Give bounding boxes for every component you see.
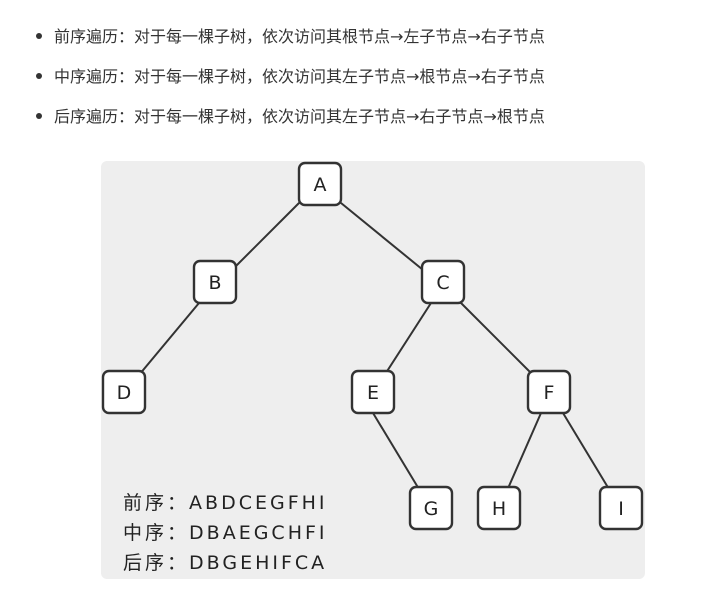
order-sequence: ABDCEGFHI [189,492,328,514]
node-label: G [424,498,439,520]
bullet-dot-icon [36,113,42,119]
traversal-orders: 前序：ABDCEGFHI 中序：DBAEGCHFI 后序：DBGEHIFCA [123,488,328,578]
bullet-text: 中序遍历：对于每一棵子树，依次访问其左子节点→根节点→右子节点 [54,67,545,86]
postorder-line: 后序：DBGEHIFCA [123,548,328,578]
tree-node-f: F [526,369,572,415]
traversal-definition-list: 前序遍历：对于每一棵子树，依次访问其根节点→左子节点→右子节点 中序遍历：对于每… [34,24,545,144]
tree-node-a: A [297,161,343,207]
order-label: 后序 [123,552,168,574]
bullet-text: 后序遍历：对于每一棵子树，依次访问其左子节点→右子节点→根节点 [54,107,545,126]
node-label: C [436,272,449,294]
tree-node-b: B [192,259,238,305]
node-label: D [117,382,132,404]
order-separator: ： [167,522,190,544]
node-label: H [492,498,506,520]
bullet-item-preorder: 前序遍历：对于每一棵子树，依次访问其根节点→左子节点→右子节点 [34,24,545,64]
order-separator: ： [167,492,190,514]
tree-node-c: C [420,259,466,305]
inorder-line: 中序：DBAEGCHFI [123,518,328,548]
bullet-text: 前序遍历：对于每一棵子树，依次访问其根节点→左子节点→右子节点 [54,27,545,46]
edge-c-f [460,302,532,374]
node-label: A [314,174,327,196]
node-label: E [367,382,379,404]
tree-node-g: G [408,485,454,531]
binary-tree-diagram: A B C D E F G [101,161,644,531]
bullet-dot-icon [36,33,42,39]
node-label: F [544,382,555,404]
node-label: B [208,272,221,294]
order-label: 中序 [123,522,168,544]
node-label: I [618,498,624,520]
order-separator: ： [167,552,190,574]
bullet-dot-icon [36,73,42,79]
order-label: 前序 [123,492,168,514]
bullet-item-postorder: 后序遍历：对于每一棵子树，依次访问其左子节点→右子节点→根节点 [34,104,545,144]
order-sequence: DBAEGCHFI [189,522,328,544]
tree-node-h: H [476,485,522,531]
tree-node-i: I [598,485,644,531]
order-sequence: DBGEHIFCA [189,552,328,574]
preorder-line: 前序：ABDCEGFHI [123,488,328,518]
tree-node-d: D [101,369,147,415]
binary-tree-figure: A B C D E F G [101,161,645,579]
tree-node-e: E [350,369,396,415]
bullet-item-inorder: 中序遍历：对于每一棵子树，依次访问其左子节点→根节点→右子节点 [34,64,545,104]
